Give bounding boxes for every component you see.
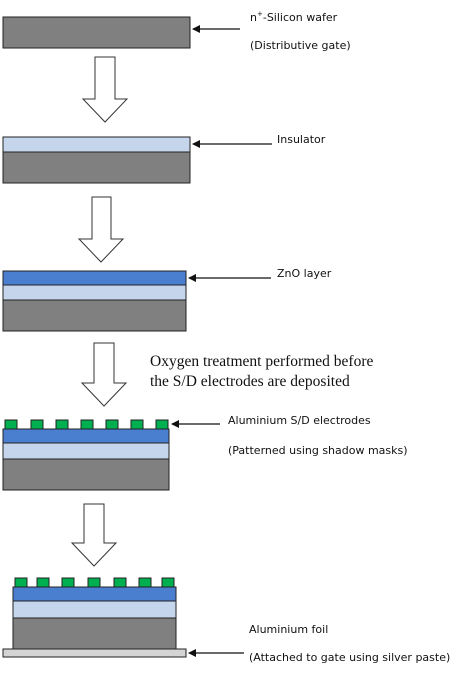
electrode-pad: [155, 419, 169, 430]
insulator-layer: [12, 600, 177, 619]
step-insulator: [2, 136, 191, 184]
electrode-pad: [130, 419, 144, 430]
step-wafer: [2, 16, 191, 49]
electrode-pad: [80, 419, 94, 430]
step-foil: [2, 577, 187, 658]
oxygen-note-line1: Oxygen treatment performed before: [150, 353, 373, 370]
wafer-sublabel: (Distributive gate): [250, 39, 351, 52]
electrode-pad: [61, 577, 75, 588]
insulator-layer: [2, 136, 191, 153]
electrode-pad: [30, 419, 44, 430]
silicon-wafer-layer: [12, 617, 177, 650]
block-down-arrow: [77, 196, 125, 263]
insulator-layer: [2, 284, 187, 301]
electrodes-sublabel: (Patterned using shadow masks): [228, 444, 408, 457]
zno-layer: [2, 428, 170, 444]
electrode-pad: [113, 577, 127, 588]
electrode-pad: [36, 577, 50, 588]
silicon-wafer-layer: [2, 458, 170, 491]
zno-layer: [2, 270, 187, 286]
oxygen-note-line2: the S/D electrodes are deposited: [150, 373, 350, 390]
zno-layer: [12, 586, 177, 602]
electrode-pad: [14, 577, 28, 588]
silicon-wafer-layer: [2, 299, 187, 332]
silicon-wafer-layer: [2, 16, 191, 49]
electrode-pad: [138, 577, 152, 588]
electrodes-label: Aluminium S/D electrodes: [228, 414, 371, 427]
electrode-pad: [87, 577, 101, 588]
electrode-pad: [105, 419, 119, 430]
step-zno: [2, 270, 187, 332]
block-down-arrow: [81, 56, 129, 123]
zno-label: ZnO layer: [277, 267, 332, 280]
silicon-wafer-layer: [2, 151, 191, 184]
insulator-label: Insulator: [277, 133, 326, 146]
step-electrodes: [2, 419, 170, 491]
electrode-pad: [161, 577, 175, 588]
block-down-arrow: [80, 342, 128, 407]
foil-sublabel: (Attached to gate using silver paste): [249, 651, 450, 664]
wafer-label: n+-Silicon wafer: [250, 10, 338, 24]
foil-label: Aluminium foil: [249, 623, 328, 636]
electrode-pad: [55, 419, 69, 430]
insulator-layer: [2, 442, 170, 460]
aluminium-foil-layer: [2, 648, 187, 658]
block-down-arrow: [70, 503, 118, 567]
electrode-pad: [4, 419, 18, 430]
